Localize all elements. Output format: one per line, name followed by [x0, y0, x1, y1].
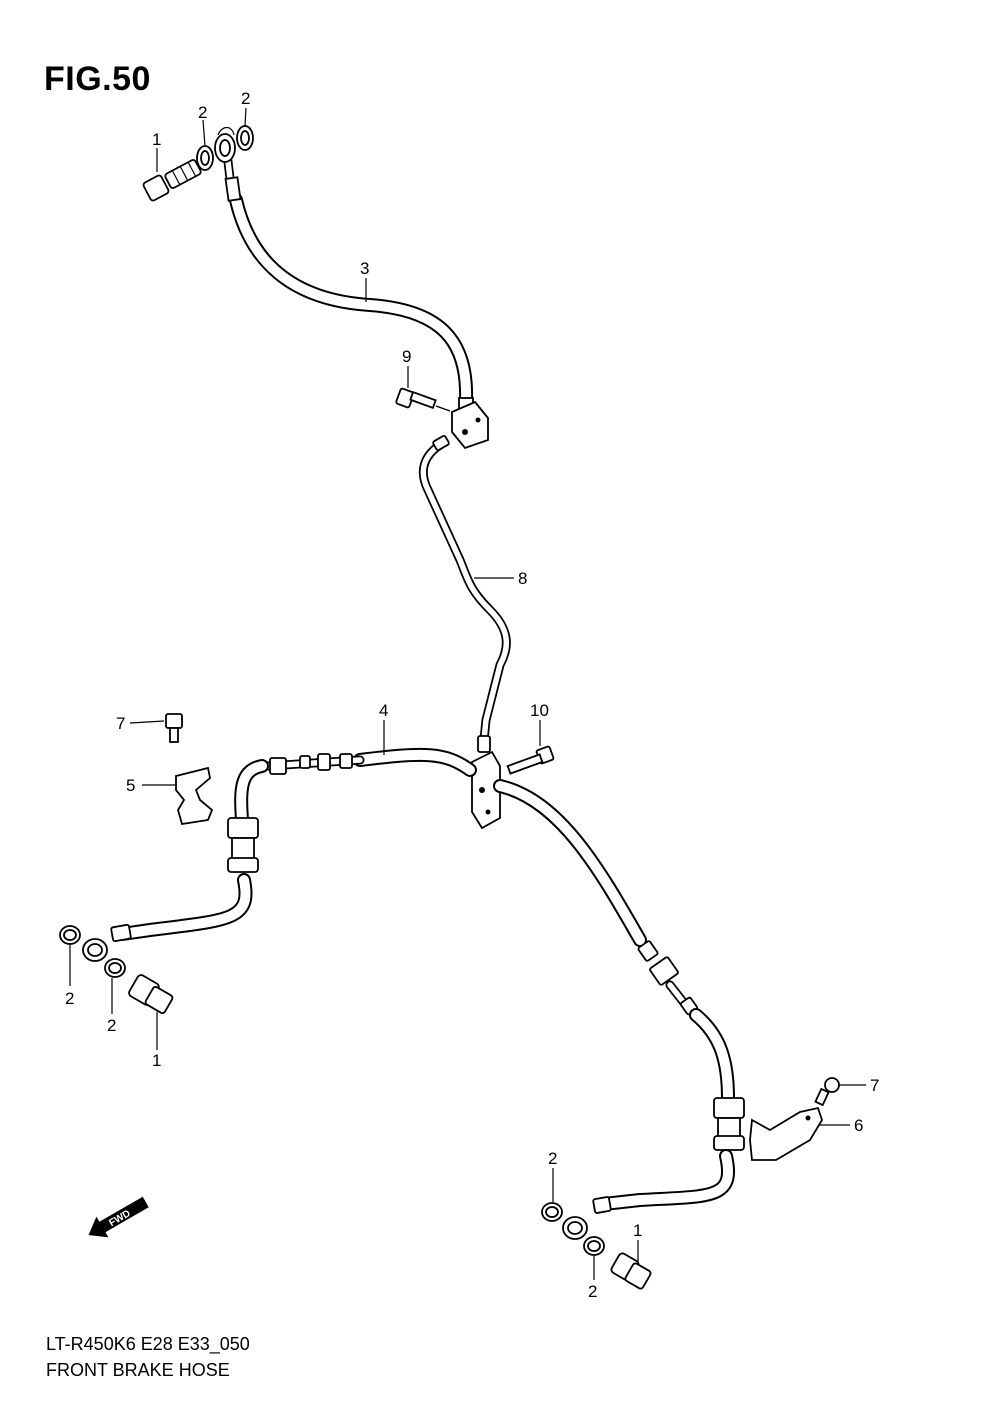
callout-numbers: 1 2 2 3 9 8 4 10 7 5 2 2 1 7 6 2 2 1 — [65, 89, 879, 1301]
callout-2-top-a: 2 — [198, 103, 207, 122]
bolt-10 — [506, 745, 555, 775]
figure-title: FIG.50 — [44, 60, 151, 98]
right-clamp-bolt — [814, 1077, 840, 1107]
model-code: LT-R450K6 E28 E33_050 — [46, 1334, 250, 1354]
left-washer-inner — [104, 958, 126, 978]
top-washer-left — [196, 145, 214, 171]
callout-1-right: 1 — [633, 1221, 642, 1240]
callout-10: 10 — [530, 701, 549, 720]
left-front-brake-hose — [110, 747, 477, 943]
callout-7-right: 7 — [870, 1076, 879, 1095]
metal-brake-pipe — [418, 435, 511, 753]
bolt-9 — [395, 387, 451, 412]
right-front-brake-hose — [493, 779, 745, 1214]
left-hose-eye — [82, 938, 108, 962]
left-clamp-bolt — [165, 713, 183, 743]
callout-7-left: 7 — [116, 714, 125, 733]
callout-4: 4 — [379, 701, 388, 720]
top-banjo-bolt — [142, 159, 202, 202]
right-banjo-bolt — [610, 1252, 652, 1290]
upper-brake-hose — [221, 140, 474, 417]
callout-6: 6 — [854, 1116, 863, 1135]
figure-caption: FRONT BRAKE HOSE — [46, 1360, 230, 1380]
left-washer-outer — [59, 925, 81, 945]
left-banjo-bolt — [128, 974, 174, 1014]
callout-2-right-a: 2 — [548, 1149, 557, 1168]
upper-junction-block — [451, 400, 489, 450]
right-hose-eye — [562, 1216, 588, 1240]
top-washer-right — [236, 125, 254, 151]
fwd-label: FWD — [107, 1208, 132, 1229]
callout-8: 8 — [518, 569, 527, 588]
right-washer-inner — [583, 1236, 605, 1256]
callout-3: 3 — [360, 259, 369, 278]
callout-2-right-b: 2 — [588, 1282, 597, 1301]
lower-junction-block — [471, 750, 501, 830]
callout-1-top: 1 — [152, 130, 161, 149]
top-hose-eye — [214, 126, 236, 163]
right-washer-outer — [541, 1202, 563, 1222]
fwd-arrow-icon: FWD — [88, 1196, 149, 1238]
callout-1-left: 1 — [152, 1051, 161, 1070]
leader-lines — [69, 107, 866, 1280]
callout-2-left-b: 2 — [107, 1016, 116, 1035]
callout-5: 5 — [126, 776, 135, 795]
callout-2-top-b: 2 — [241, 89, 250, 108]
right-hose-clamp — [749, 1106, 823, 1161]
callout-2-left-a: 2 — [65, 989, 74, 1008]
left-hose-clamp — [175, 766, 214, 826]
callout-9: 9 — [402, 347, 411, 366]
